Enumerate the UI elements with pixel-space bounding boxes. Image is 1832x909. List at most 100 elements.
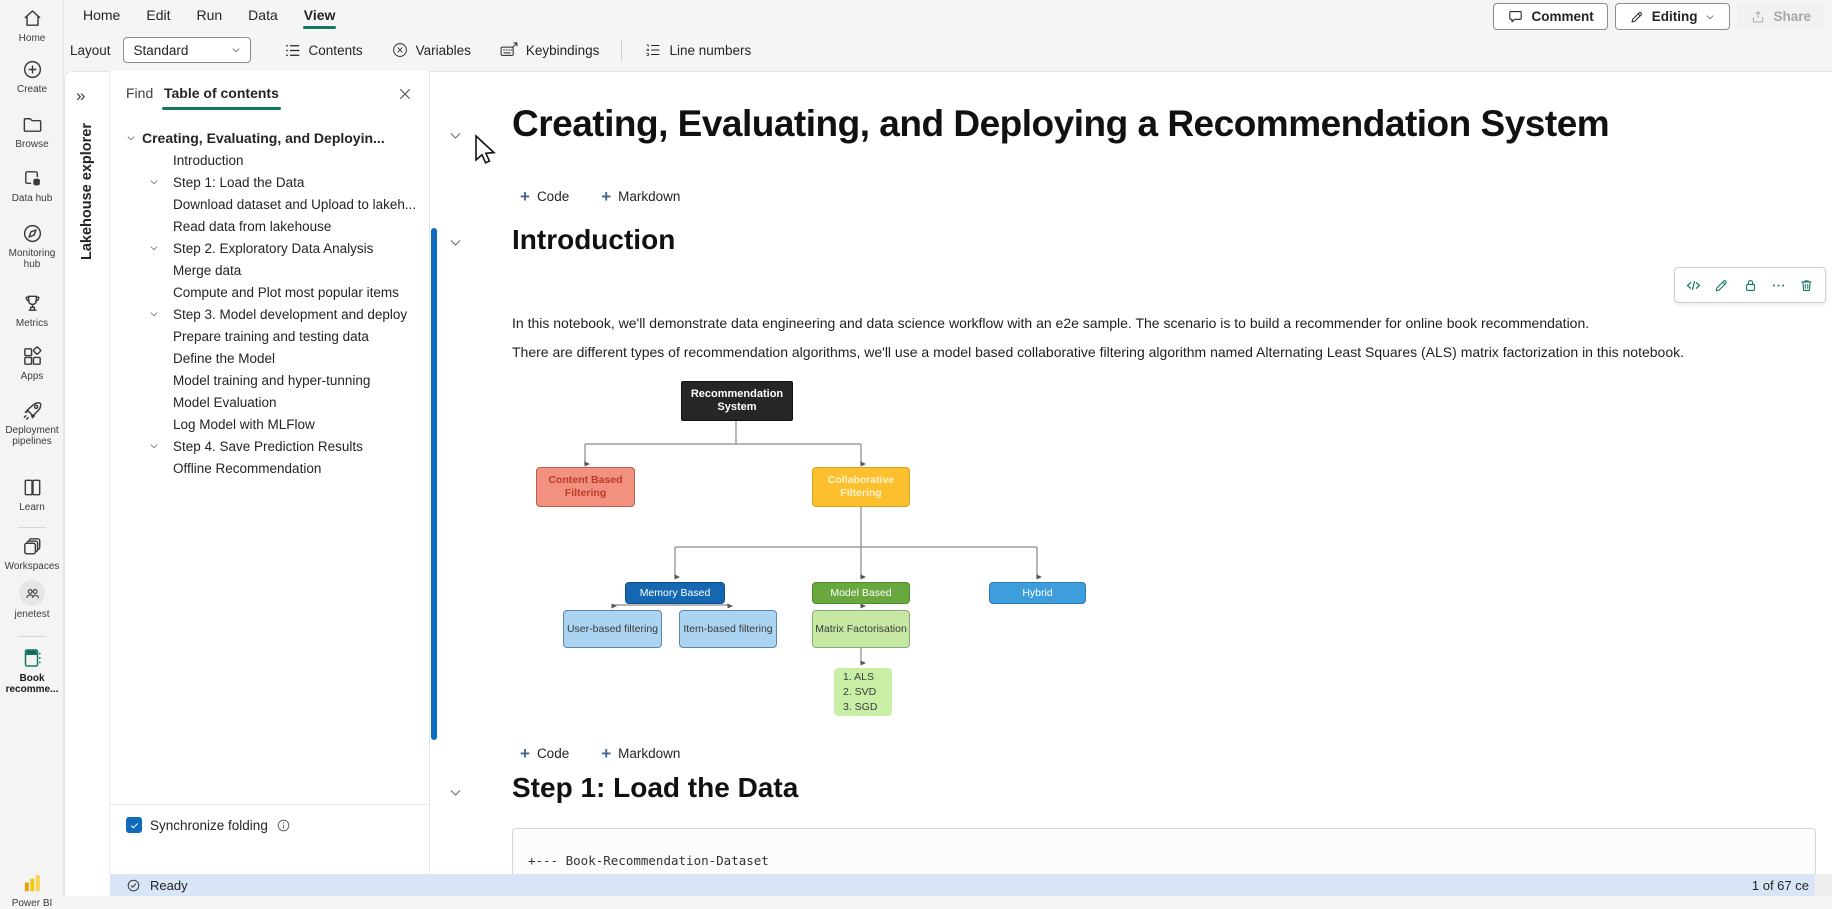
toc-item[interactable]: Define the Model — [110, 347, 428, 369]
close-panel-icon[interactable] — [396, 85, 414, 103]
notebook-icon — [20, 646, 44, 670]
code-icon[interactable] — [1685, 277, 1702, 294]
toolbar-variables-button[interactable]: Variables — [379, 35, 483, 65]
toc-item[interactable]: Compute and Plot most popular items — [110, 281, 428, 303]
tab-table-of-contents[interactable]: Table of contents — [164, 85, 279, 101]
toolbar-contents-button[interactable]: Contents — [271, 35, 375, 65]
more-dots-icon[interactable] — [1770, 277, 1787, 294]
menu-item-home[interactable]: Home — [70, 0, 133, 30]
comment-icon — [1507, 8, 1524, 25]
toc-item-label: Read data from lakehouse — [110, 219, 331, 234]
toc-item[interactable]: Creating, Evaluating, and Deployin... — [110, 127, 428, 149]
rail-item-monitoring-hub[interactable]: Monitoring hub — [0, 222, 64, 270]
add-code-button[interactable]: +Code — [520, 745, 569, 762]
folder-icon — [21, 113, 44, 136]
toc-item[interactable]: Log Model with MLFlow — [110, 413, 428, 435]
keyboard-icon — [499, 40, 519, 60]
toc-item-label: Compute and Plot most popular items — [110, 285, 399, 300]
rail-item-home[interactable]: Home — [0, 7, 64, 44]
line-numbers-label: Line numbers — [669, 43, 751, 58]
lakehouse-explorer-title: Lakehouse explorer — [79, 123, 95, 260]
rail-item-label: Deployment pipelines — [1, 425, 63, 447]
plus-icon: + — [520, 745, 530, 762]
kernel-status: Ready — [150, 878, 188, 893]
toc-item[interactable]: Step 1: Load the Data — [110, 171, 428, 193]
layout-select[interactable]: Standard — [123, 37, 251, 63]
diagram-node-item-based: Item-based filtering — [679, 610, 777, 648]
info-icon[interactable] — [276, 818, 291, 833]
toc-item[interactable]: Step 2. Exploratory Data Analysis — [110, 237, 428, 259]
synchronize-folding-label: Synchronize folding — [150, 818, 268, 833]
toc-item[interactable]: Model Evaluation — [110, 391, 428, 413]
rail-divider — [18, 636, 46, 637]
rail-item-apps[interactable]: Apps — [0, 345, 64, 382]
share-button[interactable]: Share — [1737, 3, 1824, 30]
notebook-title: Creating, Evaluating, and Deploying a Re… — [512, 103, 1609, 145]
toc-item-label: Offline Recommendation — [110, 461, 321, 476]
synchronize-folding-checkbox[interactable] — [126, 817, 142, 833]
diagram-node-content-based: Content Based Filtering — [536, 467, 635, 507]
toc-item[interactable]: Introduction — [110, 149, 428, 171]
menu-item-data[interactable]: Data — [235, 0, 291, 30]
rail-item-metrics[interactable]: Metrics — [0, 292, 64, 329]
toc-item[interactable]: Model training and hyper-tunning — [110, 369, 428, 391]
step1-heading: Step 1: Load the Data — [512, 772, 798, 804]
add-code-button[interactable]: +Code — [520, 188, 569, 205]
diagram-connectors — [520, 372, 1120, 724]
menu-item-edit[interactable]: Edit — [133, 0, 183, 30]
rail-item-jenetest[interactable]: jenetest — [0, 580, 64, 620]
toc-item[interactable]: Download dataset and Upload to lakeh... — [110, 193, 428, 215]
plus-icon: + — [601, 745, 611, 762]
rail-footer-powerbi[interactable]: Power BI — [0, 872, 64, 909]
rail-item-label: Create — [17, 84, 47, 95]
rail-item-learn[interactable]: Learn — [0, 476, 64, 513]
toc-item[interactable]: Read data from lakehouse — [110, 215, 428, 237]
editing-mode-button[interactable]: Editing — [1615, 3, 1731, 30]
toolbar-line-numbers-button[interactable]: Line numbers — [632, 35, 763, 65]
lock-icon[interactable] — [1742, 277, 1759, 294]
collapse-step1-cell-icon[interactable] — [447, 784, 464, 801]
tab-find[interactable]: Find — [126, 85, 153, 101]
avatar — [19, 580, 45, 606]
workspaces-icon — [21, 535, 44, 558]
menu-item-run[interactable]: Run — [183, 0, 235, 30]
chevron-down-icon[interactable] — [125, 132, 137, 144]
toc-item-label: Log Model with MLFlow — [110, 417, 315, 432]
add-markdown-button[interactable]: +Markdown — [601, 745, 680, 762]
chevron-down-icon[interactable] — [148, 242, 160, 254]
toc-item[interactable]: Step 4. Save Prediction Results — [110, 435, 428, 457]
rail-item-data-hub[interactable]: Data hub — [0, 167, 64, 204]
rail-item-create[interactable]: Create — [0, 58, 64, 95]
active-cell-indicator[interactable] — [431, 228, 437, 740]
rocket-icon — [21, 399, 44, 422]
add-cell-row: +Code +Markdown — [520, 745, 680, 762]
rail-item-workspaces[interactable]: Workspaces — [0, 535, 64, 572]
comment-button[interactable]: Comment — [1493, 3, 1607, 30]
chevron-down-icon[interactable] — [148, 308, 160, 320]
book-open-icon — [21, 476, 44, 499]
people-avatar-icon — [23, 584, 42, 603]
trash-icon[interactable] — [1798, 277, 1815, 294]
pencil-icon[interactable] — [1713, 277, 1730, 294]
toolbar-divider — [621, 39, 622, 61]
chevron-down-icon[interactable] — [148, 440, 160, 452]
toc-item[interactable]: Step 3. Model development and deploy — [110, 303, 428, 325]
rail-item-book-recommendation[interactable]: Book recomme... — [0, 646, 64, 695]
rail-item-label: Apps — [21, 371, 44, 382]
diagram-node-model-based: Model Based — [812, 582, 910, 604]
collapse-intro-cell-icon[interactable] — [447, 234, 464, 251]
chevron-down-icon[interactable] — [148, 176, 160, 188]
toolbar-keybindings-button[interactable]: Keybindings — [487, 35, 612, 65]
toc-item[interactable]: Offline Recommendation — [110, 457, 428, 479]
toc-item[interactable]: Merge data — [110, 259, 428, 281]
cell-count-indicator: 1 of 67 ce — [1752, 878, 1809, 893]
expand-panel-icon[interactable]: » — [76, 87, 85, 104]
add-markdown-button[interactable]: +Markdown — [601, 188, 680, 205]
toc-item[interactable]: Prepare training and testing data — [110, 325, 428, 347]
menu-item-view[interactable]: View — [291, 0, 349, 30]
collapse-title-cell-icon[interactable] — [447, 127, 464, 144]
rail-item-browse[interactable]: Browse — [0, 113, 64, 150]
scrollbar-corner — [1815, 874, 1832, 896]
menu-bar: Home Edit Run Data View — [70, 0, 348, 30]
rail-item-deployment-pipelines[interactable]: Deployment pipelines — [0, 399, 64, 447]
